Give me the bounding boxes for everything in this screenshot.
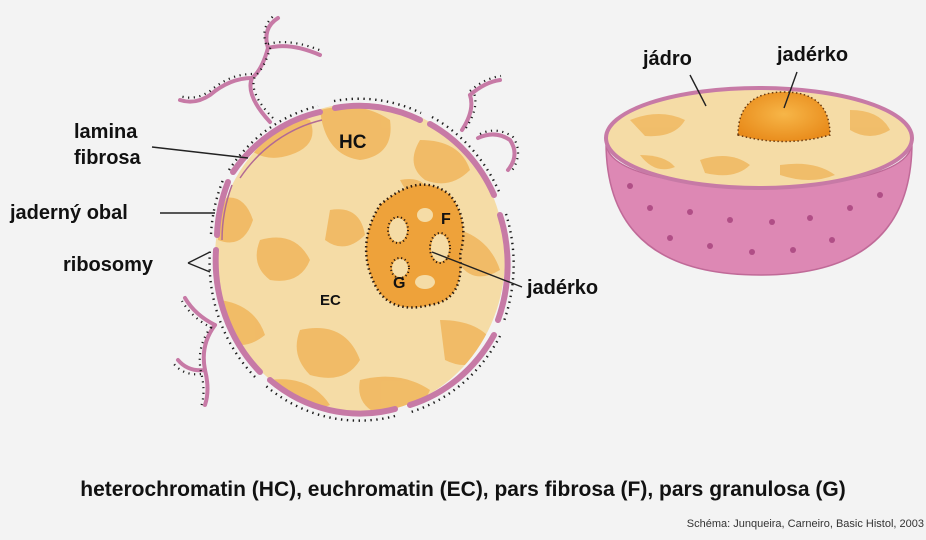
source-credit: Schéma: Junqueira, Carneiro, Basic Histo…: [687, 518, 924, 530]
label-ec: EC: [320, 292, 341, 309]
label-jaderny-obal: jaderný obal: [10, 201, 128, 225]
label-hc: HC: [339, 132, 366, 154]
label-lamina: lamina: [74, 120, 137, 144]
label-jadro: jádro: [643, 47, 692, 71]
label-g: G: [393, 275, 405, 293]
label-f: F: [441, 211, 451, 229]
label-jaderko-left: jadérko: [527, 276, 598, 300]
label-fibrosa: fibrosa: [74, 146, 141, 170]
left-nucleus: [152, 14, 522, 421]
label-ribosomy: ribosomy: [63, 253, 153, 277]
right-hemisphere: [606, 72, 912, 275]
figure-caption: heterochromatin (HC), euchromatin (EC), …: [0, 478, 926, 502]
label-jaderko-right: jadérko: [777, 43, 848, 67]
